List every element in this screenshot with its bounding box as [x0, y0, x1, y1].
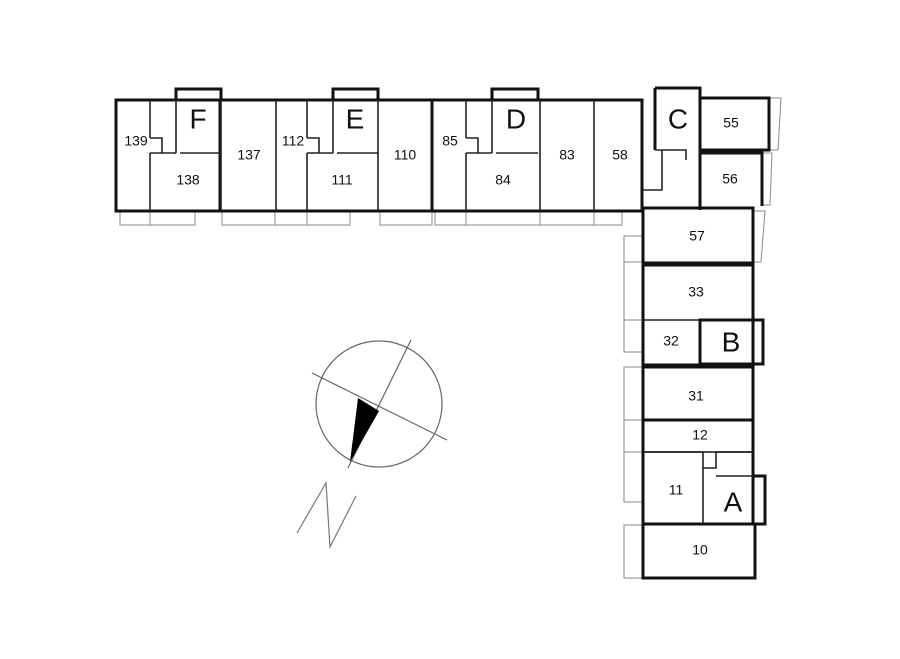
stair-c: C [668, 103, 688, 134]
stair-d: D [506, 103, 526, 134]
north-arrow-icon [296, 339, 448, 550]
room-labels: 139 138 137 112 111 110 85 84 83 58 55 5… [124, 115, 739, 558]
corner-block-walls [642, 86, 771, 210]
room-10: 10 [692, 542, 708, 558]
stair-f: F [189, 103, 206, 134]
room-11: 11 [669, 482, 684, 498]
stair-e: E [346, 103, 365, 134]
room-85: 85 [442, 133, 458, 149]
room-33: 33 [688, 284, 704, 300]
north-wing-walls [114, 87, 644, 213]
room-112: 112 [282, 133, 305, 149]
room-139: 139 [124, 133, 148, 149]
room-32: 32 [663, 333, 679, 349]
room-55: 55 [723, 115, 739, 131]
east-wing-walls [641, 206, 767, 580]
room-83: 83 [559, 147, 575, 163]
stair-labels: F E D C B A [189, 103, 742, 517]
room-58: 58 [612, 147, 628, 163]
room-31: 31 [688, 388, 704, 404]
stair-b: B [722, 326, 741, 357]
room-57: 57 [689, 228, 705, 244]
room-84: 84 [495, 172, 511, 188]
stair-a: A [724, 486, 743, 517]
room-111: 111 [331, 172, 352, 188]
balconies [119, 97, 782, 579]
room-137: 137 [237, 147, 261, 163]
room-138: 138 [176, 172, 200, 188]
room-110: 110 [394, 147, 417, 163]
room-56: 56 [722, 171, 738, 187]
room-12: 12 [692, 427, 708, 443]
north-wing-partitions [149, 100, 595, 211]
